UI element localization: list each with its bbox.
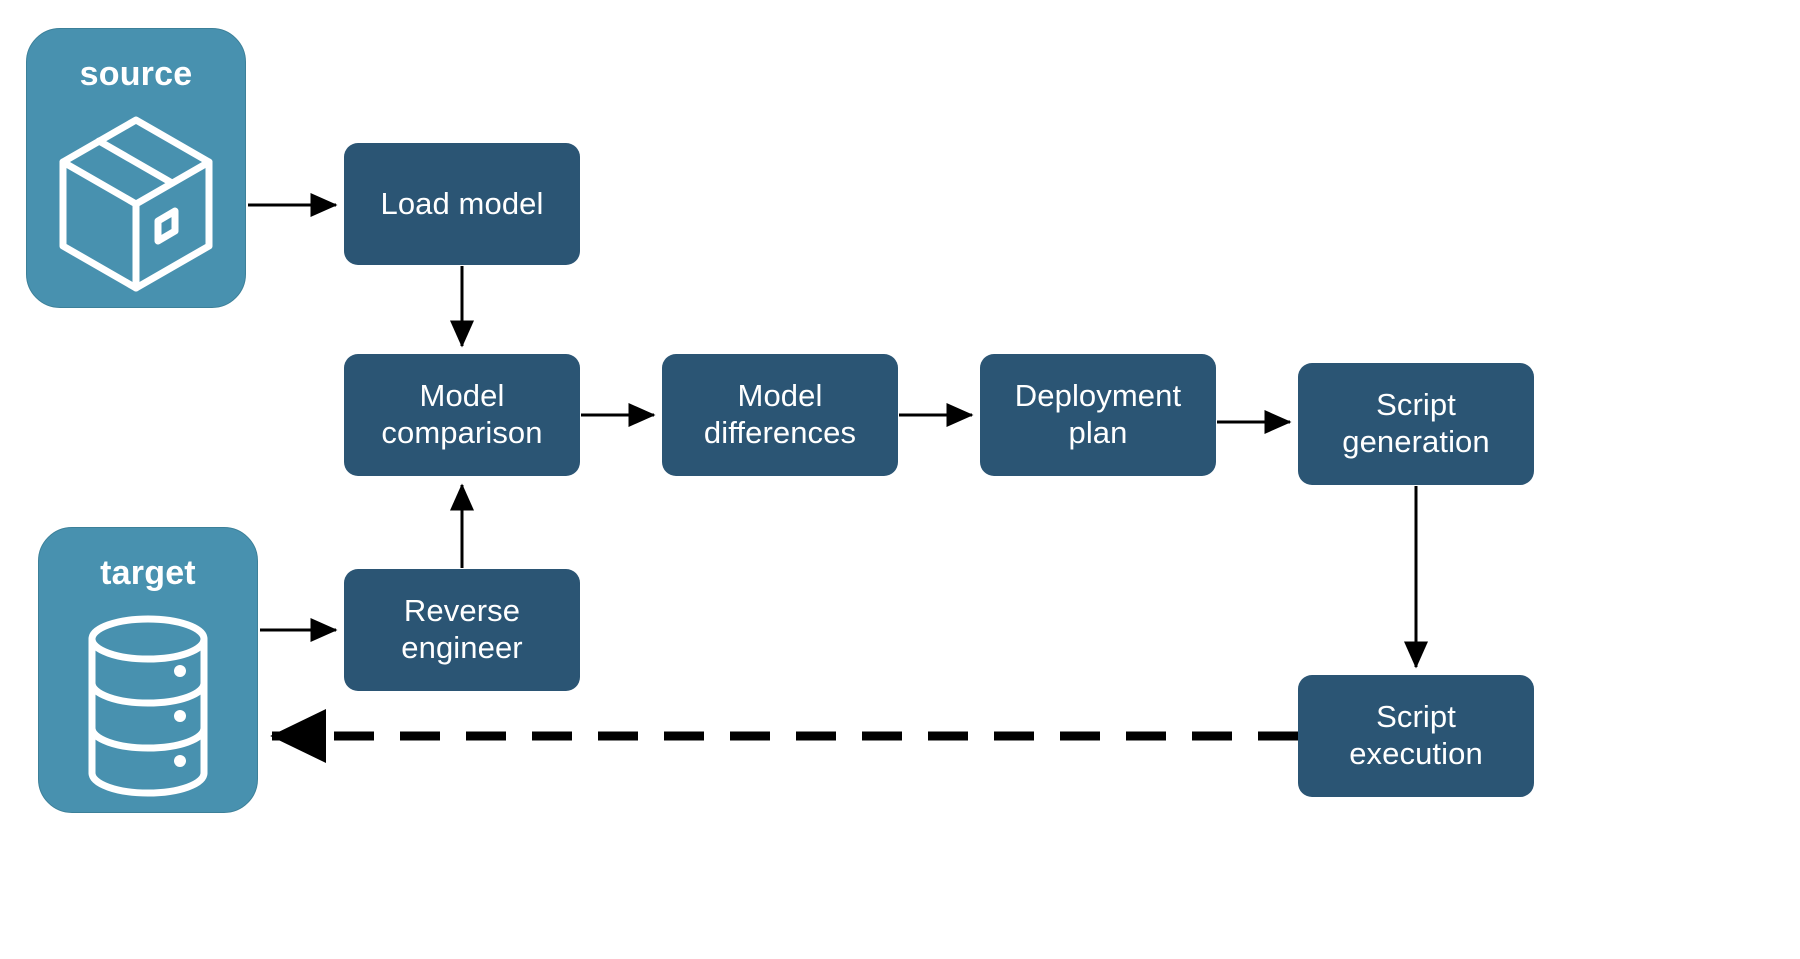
process-reverse-engineer-label: Reverse engineer	[401, 593, 523, 665]
database-cylinder-icon	[39, 599, 257, 812]
endpoint-target[interactable]: target	[38, 527, 258, 813]
process-model-comparison[interactable]: Model comparison	[344, 354, 580, 476]
process-load-model[interactable]: Load model	[344, 143, 580, 265]
process-model-differences[interactable]: Model differences	[662, 354, 898, 476]
process-model-comparison-label: Model comparison	[381, 378, 543, 450]
process-model-differences-label: Model differences	[703, 378, 857, 450]
process-script-generation-label: Script generation	[1342, 387, 1490, 459]
process-load-model-label: Load model	[380, 185, 544, 221]
endpoint-source[interactable]: source	[26, 28, 246, 308]
process-script-execution-label: Script execution	[1349, 699, 1483, 771]
process-script-generation[interactable]: Script generation	[1298, 363, 1534, 485]
process-reverse-engineer[interactable]: Reverse engineer	[344, 569, 580, 691]
endpoint-target-label: target	[100, 554, 196, 592]
process-deployment-plan[interactable]: Deployment plan	[980, 354, 1216, 476]
package-box-icon	[27, 100, 245, 307]
process-script-execution[interactable]: Script execution	[1298, 675, 1534, 797]
endpoint-source-label: source	[79, 55, 193, 93]
process-deployment-plan-label: Deployment plan	[1014, 378, 1182, 450]
